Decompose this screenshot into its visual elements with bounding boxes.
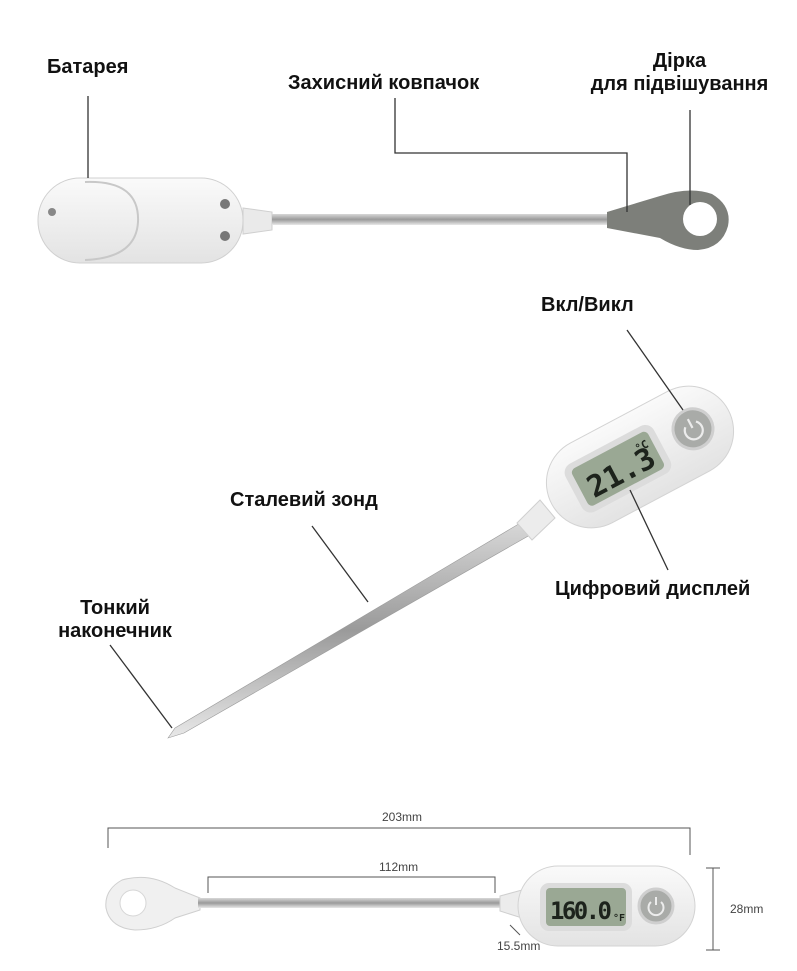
label-power: Вкл/Викл [541, 294, 634, 316]
dimension-line-tip [509, 924, 521, 936]
leader-line [629, 489, 669, 571]
label-thin-tip-line1: Тонкий [80, 597, 150, 619]
label-protective-cap: Захисний ковпачок [288, 72, 480, 94]
lcd-screen [571, 431, 664, 506]
label-digital-display: Цифровий дисплей [555, 578, 751, 600]
label-steel-probe: Сталевий зонд [230, 489, 378, 511]
dimension-total-length: 203mm [382, 810, 423, 824]
dimension-tip-thickness: 15.5mm [497, 939, 541, 953]
screw-icon [220, 231, 230, 241]
screw-icon [220, 199, 230, 209]
hanging-hole [119, 889, 147, 917]
steel-rod [198, 898, 503, 908]
dimension-height: 28mm [730, 902, 764, 916]
label-hanging-hole: Дірка для підвішування [577, 50, 782, 96]
lcd-unit: °F [613, 913, 625, 924]
leader-line [394, 98, 628, 212]
thermometer-dimension-view: 160.0 °F [105, 827, 720, 951]
leader-line [311, 525, 369, 603]
lcd-screen [546, 888, 626, 926]
dimension-probe-length: 112mm [379, 860, 419, 874]
power-icon [683, 418, 704, 441]
probe-neck [516, 499, 556, 541]
lcd-unit: °C [633, 438, 651, 456]
battery-cover [84, 180, 140, 261]
screw-icon [48, 208, 56, 216]
power-button[interactable] [637, 887, 675, 925]
label-hanging-hole-line1: Дірка [652, 50, 707, 72]
leader-line [626, 329, 684, 411]
label-thin-tip-line2: наконечник [58, 620, 172, 642]
label-battery: Батарея [47, 56, 129, 78]
power-button[interactable] [666, 402, 720, 456]
battery-housing [37, 177, 244, 264]
steel-rod [272, 214, 612, 225]
hanging-hole [683, 202, 717, 236]
dimension-line-probe [207, 876, 496, 893]
thermometer-front-view: 21.3 °C [167, 385, 735, 739]
lcd-reading: 160.0 [550, 897, 612, 925]
leader-line [109, 644, 173, 729]
power-icon [647, 897, 665, 917]
dimension-line-total [107, 827, 691, 855]
thermometer-back-view [37, 177, 729, 264]
probe-neck [242, 207, 273, 235]
label-hanging-hole-line2: для підвішування [590, 73, 769, 95]
steel-probe [167, 521, 531, 739]
label-thin-tip: Тонкий наконечник [40, 597, 190, 643]
